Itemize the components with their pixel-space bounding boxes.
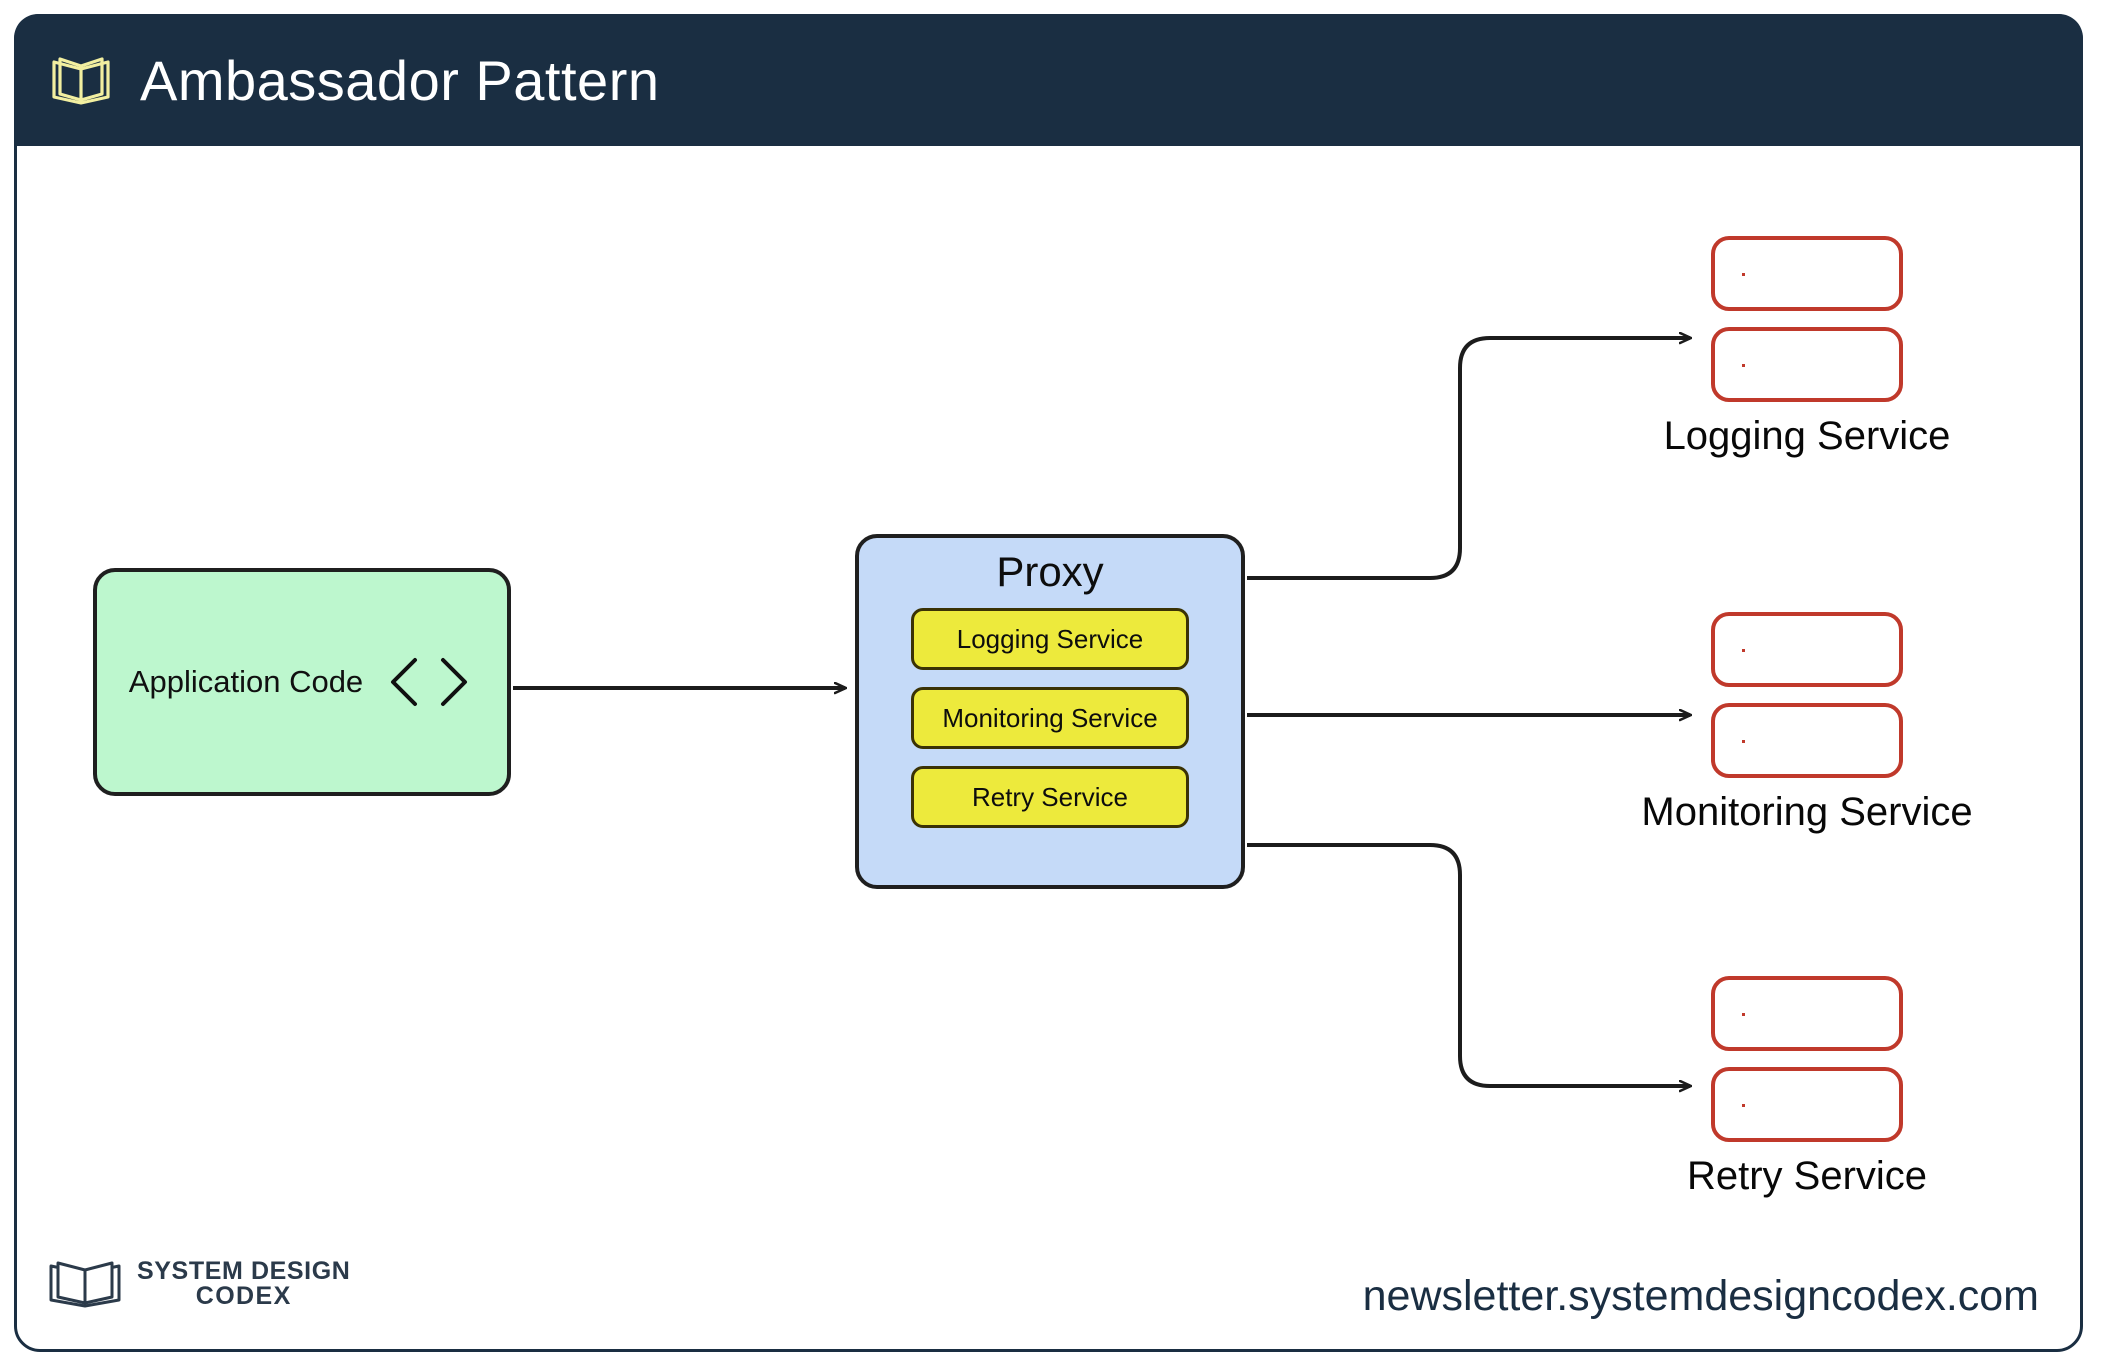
logging-service-nodes — [1711, 236, 1903, 402]
service-instance-node[interactable] — [1711, 236, 1903, 311]
service-instance-node[interactable] — [1711, 612, 1903, 687]
retry-service-group: Retry Service — [1642, 976, 1972, 1199]
brand-line-2: CODEX — [195, 1282, 292, 1310]
proxy-item-logging[interactable]: Logging Service — [911, 608, 1189, 670]
service-instance-node[interactable] — [1711, 327, 1903, 402]
proxy-item-list: Logging Service Monitoring Service Retry… — [859, 608, 1241, 828]
service-instance-node[interactable] — [1711, 703, 1903, 778]
proxy-item-retry[interactable]: Retry Service — [911, 766, 1189, 828]
service-instance-node[interactable] — [1711, 976, 1903, 1051]
brand-wordmark: SYSTEM DESIGN CODEX — [137, 1256, 351, 1310]
code-brackets-icon — [391, 658, 468, 706]
newsletter-url[interactable]: newsletter.systemdesigncodex.com — [1362, 1272, 2039, 1320]
open-book-icon — [49, 1261, 121, 1308]
brand-line-1: SYSTEM DESIGN — [137, 1256, 351, 1285]
monitoring-service-nodes — [1711, 612, 1903, 778]
logging-service-caption: Logging Service — [1663, 414, 1951, 458]
service-instance-node[interactable] — [1711, 1067, 1903, 1142]
retry-service-caption: Retry Service — [1686, 1154, 1928, 1198]
page-title: Ambassador Pattern — [140, 48, 660, 112]
proxy-node[interactable]: Proxy Logging Service Monitoring Service… — [855, 534, 1245, 889]
proxy-item-monitoring[interactable]: Monitoring Service — [911, 687, 1189, 749]
header-bar: Ambassador Pattern — [14, 14, 2083, 146]
retry-service-nodes — [1711, 976, 1903, 1142]
monitoring-service-group: Monitoring Service — [1641, 612, 1973, 835]
logging-service-group: Logging Service — [1642, 236, 1972, 459]
brand-logo: SYSTEM DESIGN CODEX — [47, 1258, 350, 1310]
monitoring-service-caption: Monitoring Service — [1641, 790, 1973, 834]
proxy-title: Proxy — [996, 548, 1104, 595]
application-code-node[interactable]: Application Code — [93, 568, 511, 796]
application-code-content: Application Code — [129, 652, 475, 712]
application-code-label: Application Code — [128, 664, 364, 699]
open-book-icon — [52, 57, 110, 105]
